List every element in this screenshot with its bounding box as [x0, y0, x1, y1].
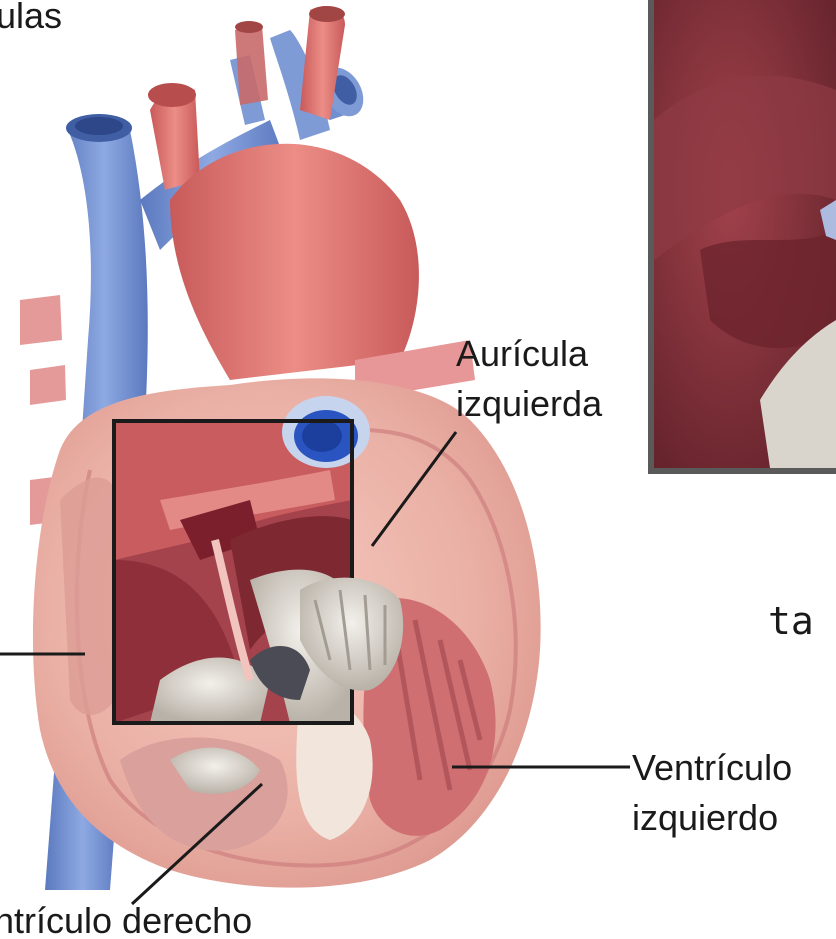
label-left-ventricle-line1: Ventrículo — [632, 747, 792, 788]
label-left-atrium-line2: izquierda — [456, 383, 603, 424]
label-left-ventricle-line2: izquierdo — [632, 797, 778, 838]
zoom-inset-panel — [648, 0, 836, 474]
label-top-left-fragment: ulas — [0, 0, 62, 36]
label-right-fragment: ta — [768, 599, 814, 643]
label-left-atrium-line1: Aurícula — [456, 333, 589, 374]
label-right-ventricle: ntrículo derecho — [0, 900, 252, 939]
